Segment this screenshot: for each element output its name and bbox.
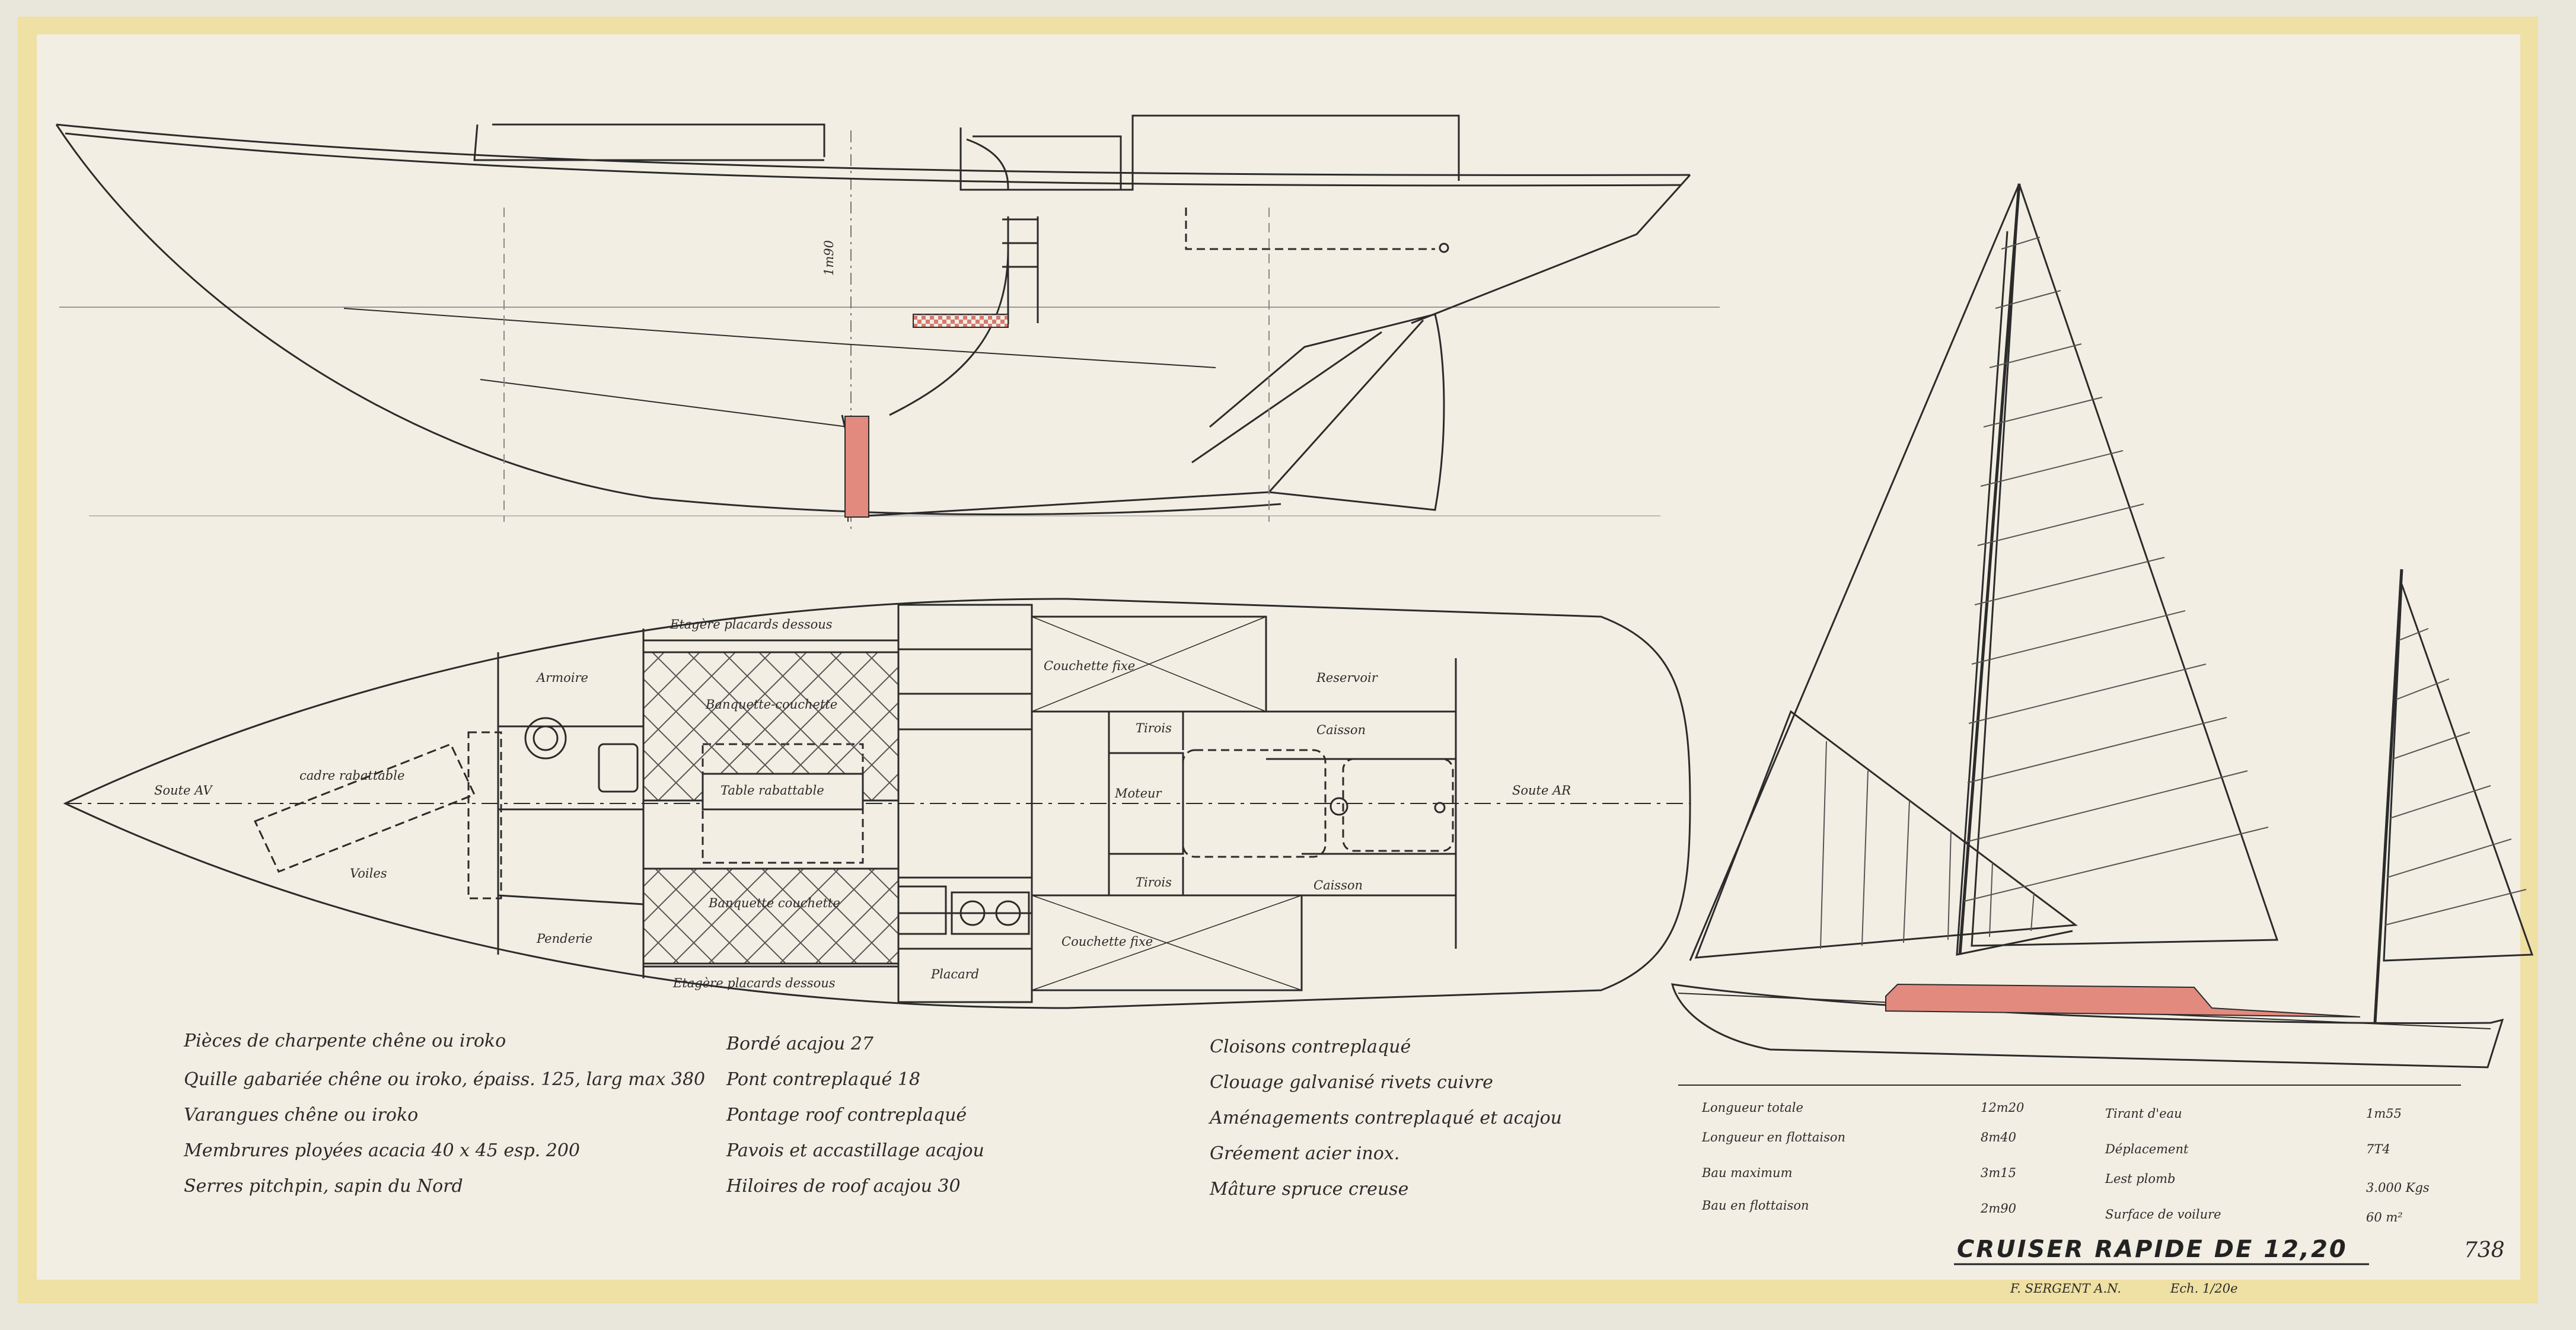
label-banquette-top: Banquette-couchette (705, 697, 837, 712)
drawing-title: CRUISER RAPIDE DE 12,20 (1957, 1236, 2348, 1263)
note-1-1: Pièces de charpente chêne ou iroko (183, 1031, 506, 1051)
spec-r4-value: 60 m² (2366, 1210, 2403, 1224)
note-2-3: Pontage roof contreplaqué (726, 1105, 967, 1125)
cabin-sole-hatch (913, 314, 1009, 328)
spec-l1-value: 12m20 (1981, 1101, 2024, 1115)
label-etagere-top: Etagère placards dessous (669, 617, 833, 631)
label-banquette-bot: Banquette couchette (708, 896, 840, 910)
spec-l4-value: 2m90 (1980, 1201, 2016, 1216)
note-1-2: Quille gabariée chêne ou iroko, épaiss. … (184, 1069, 705, 1090)
spec-l4-label: Bau en flottaison (1701, 1198, 1809, 1213)
spec-l2-value: 8m40 (1981, 1130, 2016, 1144)
spec-l3-value: 3m15 (1981, 1166, 2016, 1180)
note-2-4: Pavois et accastillage acajou (726, 1140, 984, 1161)
label-armoire: Armoire (535, 671, 588, 685)
label-soute-av: Soute AV (154, 783, 213, 798)
spec-l3-label: Bau maximum (1701, 1166, 1793, 1180)
spec-r4-label: Surface de voilure (2105, 1207, 2221, 1221)
spec-r2-label: Déplacement (2105, 1142, 2189, 1156)
label-cadre: cadre rabattable (299, 768, 404, 783)
banquette-bot-hatch (642, 867, 900, 965)
spec-r3-value: 3.000 Kgs (2366, 1181, 2430, 1195)
label-penderie: Penderie (536, 932, 592, 946)
paper (37, 34, 2520, 1280)
label-voiles: Voiles (350, 866, 387, 881)
label-etagere-bot: Etagère placards dessous (672, 976, 836, 990)
label-table: Table rabattable (720, 783, 824, 798)
spec-l2-label: Longueur en flottaison (1701, 1130, 1845, 1144)
spec-r3-label: Lest plomb (2105, 1172, 2175, 1186)
profile-view (55, 114, 1720, 534)
construction-notes: Pièces de charpente chêne ou iroko Quill… (183, 1031, 1562, 1200)
specifications: Longueur totale 12m20 Longueur en flotta… (1678, 1085, 2461, 1224)
label-caisson-bot: Caisson (1313, 878, 1363, 892)
note-3-5: Mâture spruce creuse (1209, 1179, 1408, 1200)
label-moteur: Moteur (1114, 786, 1163, 800)
headroom-label: 1m90 (822, 240, 836, 276)
sail-plan (1671, 183, 2534, 1069)
label-placard: Placard (930, 967, 979, 981)
author: F. SERGENT A.N. (2010, 1281, 2121, 1296)
note-1-3: Varangues chêne ou iroko (184, 1105, 418, 1125)
label-couchette-top: Couchette fixe (1044, 659, 1135, 673)
label-tirois-top: Tirois (1136, 721, 1172, 735)
sheet-number: 738 (2464, 1238, 2505, 1262)
note-1-5: Serres pitchpin, sapin du Nord (184, 1176, 463, 1197)
sail-battens (1820, 237, 2527, 949)
note-1-4: Membrures ployées acacia 40 x 45 esp. 20… (183, 1140, 580, 1161)
note-3-1: Cloisons contreplaqué (1210, 1036, 1411, 1057)
label-reservoir: Reservoir (1316, 671, 1379, 685)
spec-l1-label: Longueur totale (1701, 1101, 1803, 1115)
note-3-3: Aménagements contreplaqué et acajou (1208, 1108, 1562, 1128)
note-2-2: Pont contreplaqué 18 (726, 1069, 920, 1090)
label-caisson-top: Caisson (1316, 723, 1366, 737)
scale: Ech. 1/20e (2170, 1281, 2238, 1296)
deckhouse-red (1885, 983, 2361, 1018)
spec-r2-value: 7T4 (2366, 1142, 2390, 1156)
spec-r1-value: 1m55 (2366, 1106, 2402, 1121)
spec-r1-label: Tirant d'eau (2105, 1106, 2182, 1121)
note-2-1: Bordé acajou 27 (726, 1034, 874, 1054)
label-tirois-bot: Tirois (1136, 875, 1172, 889)
label-soute-ar: Soute AR (1512, 783, 1571, 798)
note-3-4: Gréement acier inox. (1210, 1143, 1399, 1164)
mast-step-red (844, 416, 869, 518)
label-couchette-bot: Couchette fixe (1061, 934, 1153, 949)
note-3-2: Clouage galvanisé rivets cuivre (1210, 1072, 1493, 1093)
note-2-5: Hiloires de roof acajou 30 (726, 1176, 961, 1197)
